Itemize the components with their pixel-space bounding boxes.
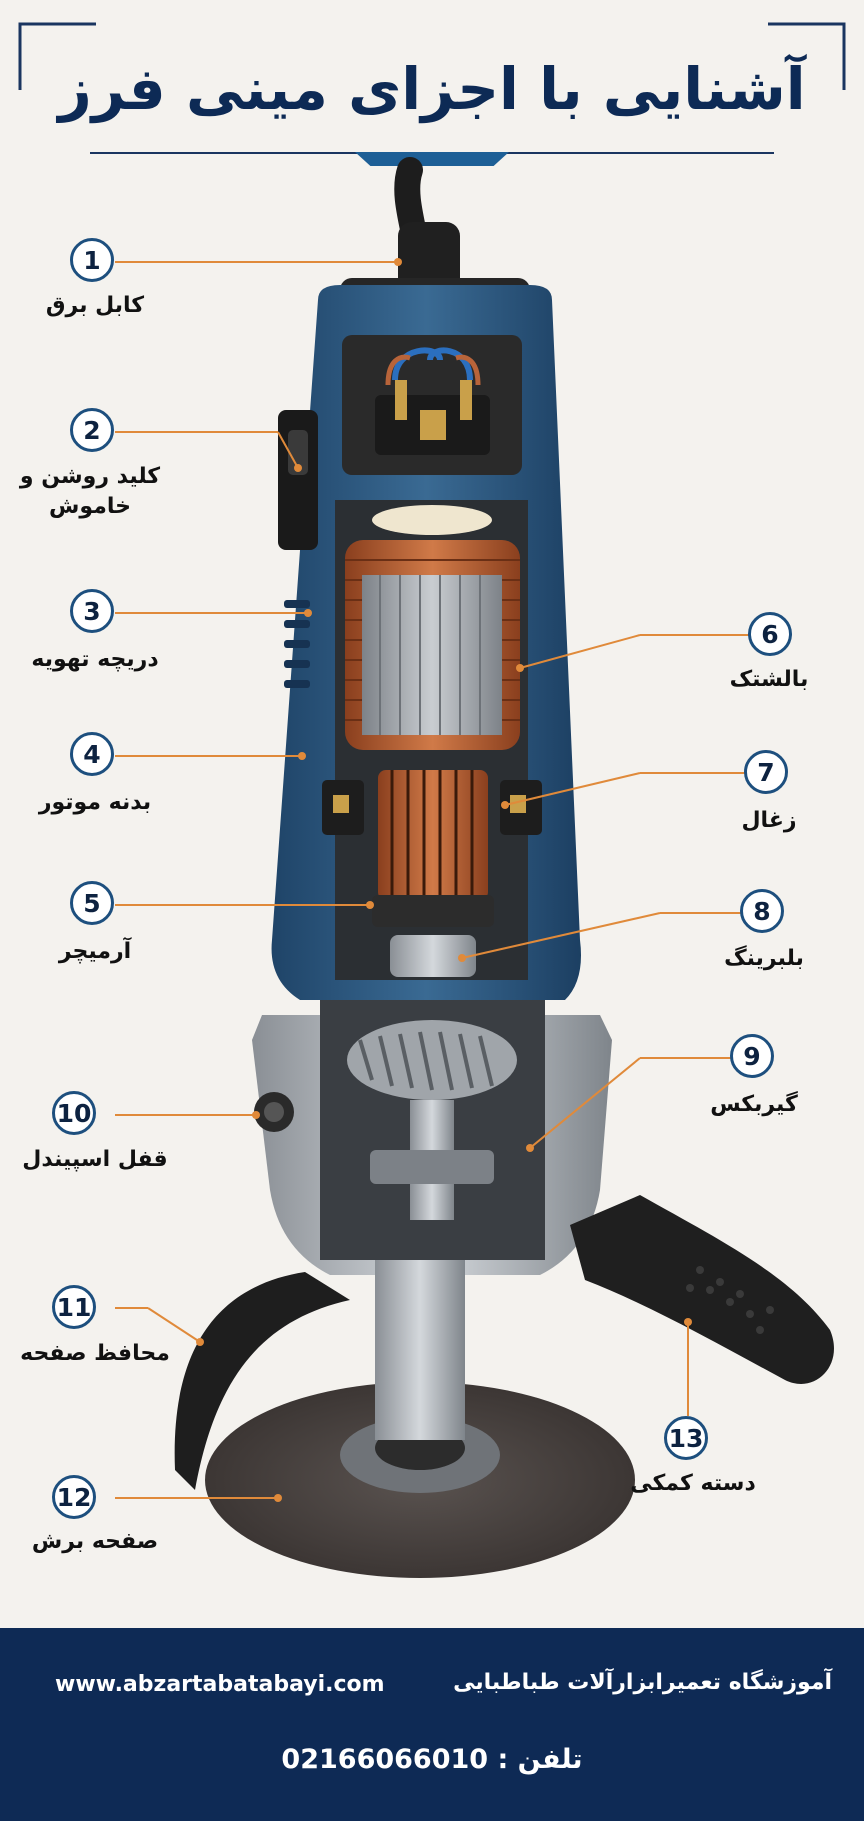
callout-label-power-switch: کلید روشن و خاموش xyxy=(19,464,161,519)
callout-label-ventilation: دریچه تهویه xyxy=(31,647,159,672)
callout-label-field-coil: بالشتک xyxy=(729,667,809,692)
corner-bracket-top-left xyxy=(18,22,96,90)
footer-bar xyxy=(0,1628,864,1821)
callout-badge-2: 2 xyxy=(70,408,114,452)
callout-label-spindle-lock: قفل اسپیندل xyxy=(22,1147,168,1172)
callout-badge-13: 13 xyxy=(664,1416,708,1460)
callout-badge-8: 8 xyxy=(740,889,784,933)
callout-label-carbon-brush: زغال xyxy=(741,808,797,833)
corner-bracket-top-right xyxy=(768,22,846,90)
callout-label-gearbox: گیربکس xyxy=(710,1092,798,1117)
callout-badge-6: 6 xyxy=(748,612,792,656)
callout-badge-10: 10 xyxy=(52,1091,96,1135)
page-title: آشنایی با اجزای مینی فرز xyxy=(58,55,806,123)
callout-label-bearing: بلبرینگ xyxy=(724,946,804,971)
title-underline-tab xyxy=(355,152,509,166)
callout-label-cutting-disc: صفحه برش xyxy=(31,1529,159,1554)
callout-label-motor-housing: بدنه موتور xyxy=(38,790,152,815)
callout-badge-1: 1 xyxy=(70,238,114,282)
callout-label-armature: آرمیچر xyxy=(58,939,132,964)
angle-grinder-illustration xyxy=(115,157,834,1578)
callout-badge-3: 3 xyxy=(70,589,114,633)
callout-badge-5: 5 xyxy=(70,881,114,925)
callout-badge-11: 11 xyxy=(52,1285,96,1329)
callout-badge-4: 4 xyxy=(70,732,114,776)
callout-badge-9: 9 xyxy=(730,1034,774,1078)
callout-label-auxiliary-handle: دسته کمکی xyxy=(630,1471,756,1496)
footer-school-name: آموزشگاه تعمیرابزارآلات طباطبایی xyxy=(453,1670,832,1695)
callout-badge-7: 7 xyxy=(744,750,788,794)
callout-label-wheel-guard: محافظ صفحه xyxy=(20,1341,170,1366)
callout-label-power-cable: کابل برق xyxy=(45,293,145,318)
footer-phone-number: تلفن : 02166066010 xyxy=(281,1744,583,1775)
callout-badge-12: 12 xyxy=(52,1475,96,1519)
footer-website-link[interactable]: www.abzartabatabayi.com xyxy=(55,1672,385,1697)
